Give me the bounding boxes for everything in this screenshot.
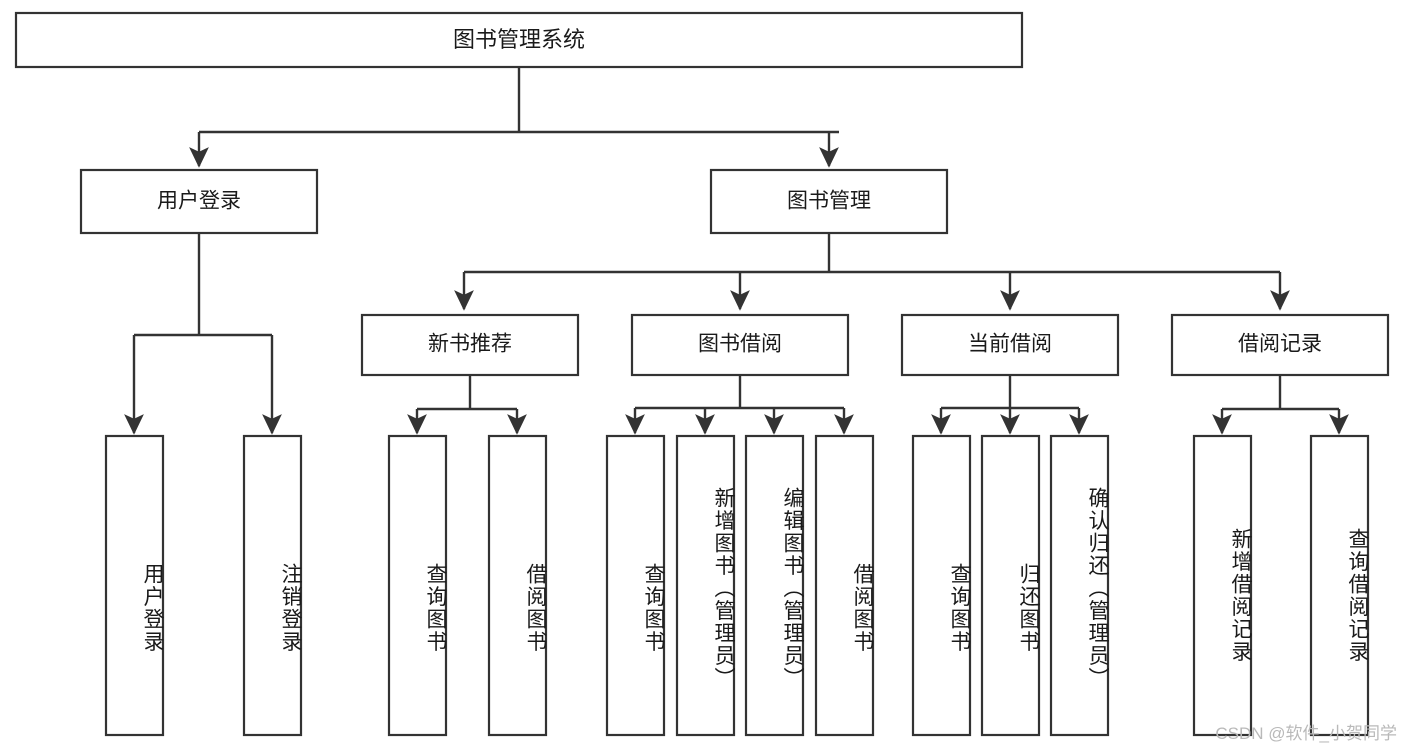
node-leaf-query-book-2[interactable]: 查询图书 [605, 434, 666, 737]
node-book-manage[interactable]: 图书管理 [709, 168, 949, 235]
node-leaf-add-book[interactable]: 新增图书（管理员） [675, 434, 736, 737]
node-new-book-rec-box [360, 313, 580, 377]
node-book-borrow-label: 图书借阅 [698, 333, 782, 356]
node-root-box [14, 11, 1024, 69]
node-user-login-label: 用户登录 [157, 190, 241, 213]
node-leaf-user-logout-label: 注销登录 [279, 563, 302, 653]
node-leaf-edit-book[interactable]: 编辑图书（管理员） [744, 434, 805, 737]
csdn-watermark: CSDN @软件_小贺同学 [1215, 724, 1397, 743]
node-borrow-record-box [1170, 313, 1390, 377]
node-leaf-query-book-1-box [387, 434, 448, 737]
node-book-manage-label: 图书管理 [787, 190, 871, 213]
node-leaf-user-login-box [104, 434, 165, 737]
node-leaf-borrow-book-1-box [487, 434, 548, 737]
node-leaf-edit-book-label: 编辑图书（管理员） [781, 486, 804, 690]
node-leaf-confirm-return-label: 确认归还（管理员） [1086, 486, 1109, 690]
node-leaf-query-book-1[interactable]: 查询图书 [387, 434, 448, 737]
edge-group-book-borrow-to-leaves [625, 375, 854, 435]
node-leaf-user-logout-box [242, 434, 303, 737]
node-leaf-add-record-box [1192, 434, 1253, 737]
node-borrow-record-label: 借阅记录 [1238, 333, 1322, 356]
edge-group-book-manage-to-level3 [454, 233, 1290, 311]
node-book-manage-box [709, 168, 949, 235]
edge-group-root-to-level2 [189, 67, 839, 168]
node-leaf-add-book-label: 新增图书（管理员） [712, 486, 735, 690]
edge-group-current-borrow-to-leaves [931, 375, 1089, 435]
edge-group-user-login-to-leaves [124, 233, 282, 435]
node-user-login-box [79, 168, 319, 235]
node-leaf-query-book-3-label: 查询图书 [948, 563, 971, 653]
node-leaf-user-login-label: 用户登录 [141, 563, 164, 653]
node-leaf-confirm-return-box [1049, 434, 1110, 737]
node-leaf-return-book-box [980, 434, 1041, 737]
node-new-book-rec-label: 新书推荐 [428, 333, 512, 356]
node-leaf-return-book-label: 归还图书 [1017, 563, 1040, 653]
node-leaf-borrow-book-1-label: 借阅图书 [524, 563, 547, 653]
node-new-book-rec[interactable]: 新书推荐 [360, 313, 580, 377]
node-leaf-add-record[interactable]: 新增借阅记录 [1192, 434, 1253, 737]
node-current-borrow-box [900, 313, 1120, 377]
node-leaf-confirm-return[interactable]: 确认归还（管理员） [1049, 434, 1110, 737]
node-book-borrow[interactable]: 图书借阅 [630, 313, 850, 377]
node-leaf-user-logout[interactable]: 注销登录 [242, 434, 303, 737]
node-root[interactable]: 图书管理系统 [14, 11, 1024, 69]
node-leaf-add-record-label: 新增借阅记录 [1229, 527, 1252, 663]
node-leaf-edit-book-box [744, 434, 805, 737]
node-leaf-borrow-book-1[interactable]: 借阅图书 [487, 434, 548, 737]
node-leaf-query-book-3[interactable]: 查询图书 [911, 434, 972, 737]
node-leaf-query-book-2-box [605, 434, 666, 737]
edge-group-new-book-rec-to-leaves [407, 375, 527, 435]
node-leaf-query-record[interactable]: 查询借阅记录 [1309, 434, 1370, 737]
node-leaf-return-book[interactable]: 归还图书 [980, 434, 1041, 737]
node-leaf-query-book-2-label: 查询图书 [642, 563, 665, 653]
node-leaf-borrow-book-2-box [814, 434, 875, 737]
node-root-label: 图书管理系统 [453, 27, 585, 52]
node-borrow-record[interactable]: 借阅记录 [1170, 313, 1390, 377]
node-leaf-query-record-label: 查询借阅记录 [1346, 527, 1369, 663]
node-book-borrow-box [630, 313, 850, 377]
node-leaf-query-record-box [1309, 434, 1370, 737]
node-leaf-query-book-3-box [911, 434, 972, 737]
node-current-borrow[interactable]: 当前借阅 [900, 313, 1120, 377]
node-user-login[interactable]: 用户登录 [79, 168, 319, 235]
node-current-borrow-label: 当前借阅 [968, 333, 1052, 356]
node-leaf-borrow-book-2[interactable]: 借阅图书 [814, 434, 875, 737]
node-leaf-add-book-box [675, 434, 736, 737]
node-leaf-query-book-1-label: 查询图书 [424, 563, 447, 653]
edge-group-borrow-record-to-leaves [1212, 375, 1349, 435]
node-leaf-user-login[interactable]: 用户登录 [104, 434, 165, 737]
node-leaf-borrow-book-2-label: 借阅图书 [851, 563, 874, 653]
